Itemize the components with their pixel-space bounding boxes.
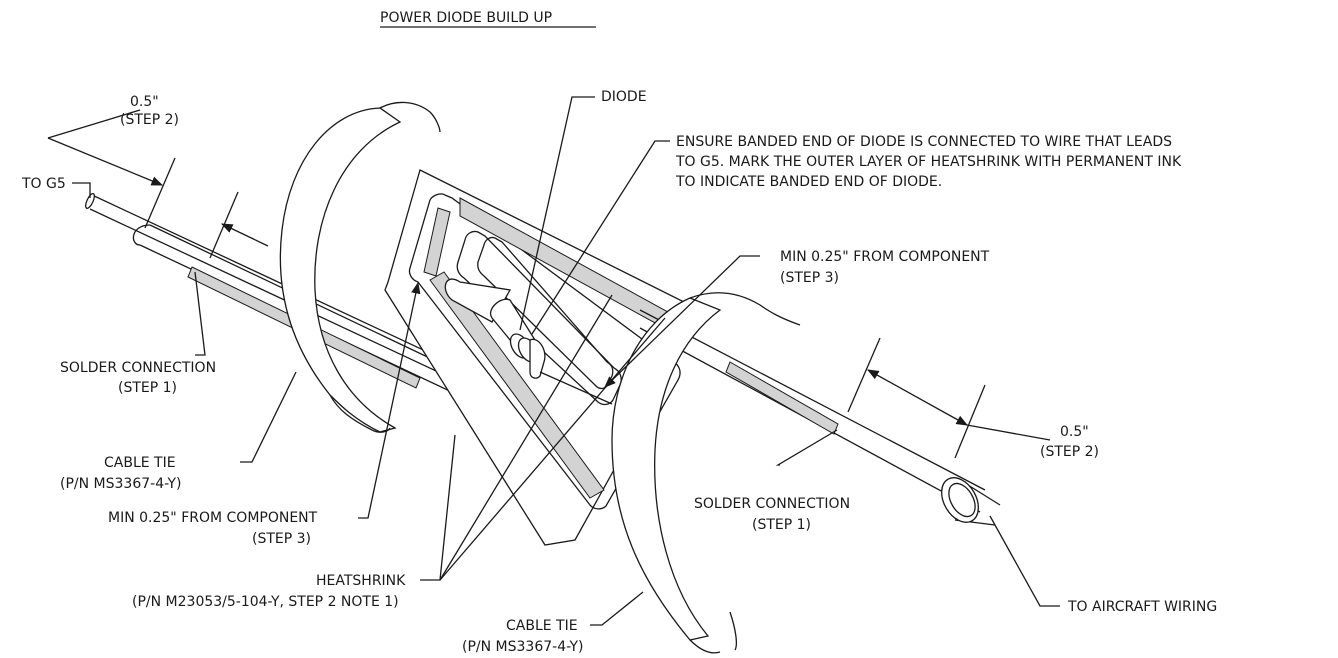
diagram-title: POWER DIODE BUILD UP	[380, 10, 552, 26]
middle-heatshrink	[408, 193, 681, 510]
labels: 0.5" (STEP 2) TO G5 DIODE ENSURE BANDED …	[21, 89, 1217, 655]
ensure-note-line2: TO G5. MARK THE OUTER LAYER OF HEATSHRIN…	[675, 154, 1182, 170]
min-left-line1: MIN 0.25" FROM COMPONENT	[108, 510, 318, 526]
to-g5-label: TO G5	[21, 176, 66, 192]
ensure-note-line3: TO INDICATE BANDED END OF DIODE.	[675, 174, 942, 190]
dim-top-value: 0.5"	[130, 94, 159, 110]
right-cable-tie	[611, 292, 801, 654]
to-aircraft-label: TO AIRCRAFT WIRING	[1067, 599, 1217, 615]
dim-right-step: (STEP 2)	[1040, 444, 1099, 460]
solder-right-line2: (STEP 1)	[752, 517, 811, 533]
cable-tie-bottom-line1: CABLE TIE	[506, 618, 578, 634]
inner-heatshrink-inner-edge	[477, 236, 614, 390]
min-right-line1: MIN 0.25" FROM COMPONENT	[780, 249, 990, 265]
min-right-line2: (STEP 3)	[780, 270, 839, 286]
cable-tie-left-line1: CABLE TIE	[104, 455, 176, 471]
solder-right-line1: SOLDER CONNECTION	[694, 496, 850, 512]
right-heatshrink-end	[941, 477, 979, 523]
min-left-line2: (STEP 3)	[252, 531, 311, 547]
heatshrink-line2: (P/N M23053/5-104-Y, STEP 2 NOTE 1)	[132, 594, 399, 610]
heatshrink-line1: HEATSHRINK	[316, 573, 406, 589]
gray-heatshrink-band-left	[423, 207, 451, 277]
dim-right-value: 0.5"	[1060, 424, 1089, 440]
solder-left-line2: (STEP 1)	[118, 380, 177, 396]
ensure-note-line1: ENSURE BANDED END OF DIODE IS CONNECTED …	[676, 134, 1172, 150]
right-solder-strip	[725, 361, 839, 435]
diode-body	[444, 278, 613, 405]
dim-top-step: (STEP 2)	[120, 112, 179, 128]
cable-tie-left-line2: (P/N MS3367-4-Y)	[60, 476, 182, 492]
solder-left-line1: SOLDER CONNECTION	[60, 360, 216, 376]
leader-lines	[47, 96, 1060, 626]
inner-heatshrink	[456, 230, 622, 406]
cable-tie-bottom-line2: (P/N MS3367-4-Y)	[462, 639, 584, 655]
diode-label: DIODE	[601, 89, 647, 105]
gray-heatshrink-band-lower	[429, 271, 605, 499]
